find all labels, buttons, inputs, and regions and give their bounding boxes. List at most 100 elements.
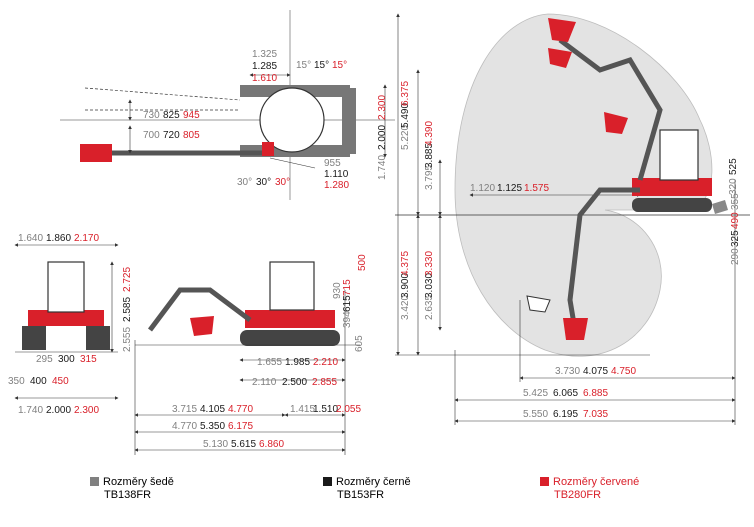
dim-value-top-view-dim-upper-1: 825	[163, 110, 180, 121]
turntable	[259, 87, 325, 153]
dim-value-front-view-track-a-1: 300	[58, 354, 75, 365]
dim-value-reach-view-v-a-0: 5.220	[400, 125, 411, 150]
dim-value-reach-view-v-b-2: 4.390	[424, 121, 435, 146]
side-boom	[148, 287, 252, 332]
dim-value-side-view-len-e-0: 4.770	[172, 421, 197, 432]
excavator-tracks	[632, 198, 712, 212]
bucket-topview	[80, 144, 112, 162]
dim-value-top-view-dim-lower-0: 700	[143, 130, 160, 141]
dim-value-reach-view-v-a-2: 6.375	[400, 81, 411, 106]
legend-label: Rozměry červené	[553, 476, 640, 488]
dim-value-front-view-height-2: 2.725	[122, 267, 133, 292]
dim-value-reach-view-v-b-1: 3.885	[424, 143, 435, 168]
dim-value-top-view-dim-upper-0: 730	[143, 110, 160, 121]
dim-value-reach-view-v-c-1: 3.900	[400, 273, 411, 298]
dim-value-front-view-width-bottom-1: 2.000	[46, 405, 71, 416]
dim-value-reach-view-h-c-0: 5.425	[523, 388, 548, 399]
dim-value-front-view-height-0: 2.555	[122, 327, 133, 352]
dim-value-reach-view-r-c-0: 290	[730, 248, 741, 265]
dim-value-front-view-track-b-1: 400	[30, 376, 47, 387]
dim-value-side-view-len-f-1: 5.615	[231, 439, 256, 450]
dim-value-reach-view-h-b-0: 3.730	[555, 366, 580, 377]
dim-value-reach-view-h-b-1: 4.075	[583, 366, 608, 377]
front-view	[14, 243, 119, 400]
dim-value-reach-view-h-a-1: 1.125	[497, 183, 522, 194]
dim-value-side-view-len-a-0: 1.655	[257, 357, 282, 368]
dim-value-front-view-width-bottom-2: 2.300	[74, 405, 99, 416]
dim-value-reach-view-r-c-1: 325	[730, 230, 741, 247]
dim-value-side-view-h-rear-1: 615	[342, 295, 353, 312]
legend-black: Rozměry černě TB153FR	[323, 476, 411, 502]
legend-model: TB153FR	[337, 489, 385, 501]
dim-value-reach-view-h-d-2: 7.035	[583, 409, 608, 420]
dim-value-side-view-len-a-1: 1.985	[285, 357, 310, 368]
dim-value-reach-view-h-c-2: 6.885	[583, 388, 608, 399]
reach-view	[395, 13, 750, 425]
dim-value-reach-view-r-b-0: 355	[730, 193, 741, 210]
legend-model: TB280FR	[554, 489, 602, 501]
dim-value-side-view-h-500-2: 500	[357, 254, 368, 271]
dim-value-top-view-dim-upper-2: 945	[183, 110, 200, 121]
dim-value-side-view-len-f-2: 6.860	[259, 439, 284, 450]
legend-gray: Rozměry šedě TB138FR	[90, 476, 174, 502]
dim-value-reach-view-v-a-1: 5.490	[400, 103, 411, 128]
dim-value-top-view-right-dims-2: 1.280	[324, 180, 349, 191]
bucket-top	[548, 18, 576, 42]
legend-swatch-gray	[90, 477, 99, 486]
excavator-cab	[659, 129, 699, 181]
dim-value-side-view-h-gap-0: 605	[354, 335, 365, 352]
dim-value-side-view-len-b-1: 2.500	[282, 377, 307, 388]
dim-value-top-view-angle-right-1: 15°	[314, 60, 329, 71]
dim-value-reach-view-v-b-0: 3.795	[424, 165, 435, 190]
dim-value-side-view-len-e-2: 6.175	[228, 421, 253, 432]
dim-value-side-view-len-f-0: 5.130	[203, 439, 228, 450]
bucket-bottom	[563, 318, 588, 340]
dim-value-side-view-tail-0: 930	[332, 282, 343, 299]
dim-value-top-view-dim-lower-2: 805	[183, 130, 200, 141]
dim-value-top-view-angle-right-2: 15°	[332, 60, 347, 71]
dim-value-reach-view-h-b-2: 4.750	[611, 366, 636, 377]
top-view	[60, 10, 395, 200]
dim-value-top-view-angle-left-1: 30°	[256, 177, 271, 188]
front-body	[28, 310, 104, 326]
dim-value-side-view-len-d-2: 2.055	[336, 404, 361, 415]
dim-value-reach-view-h-a-2: 1.575	[524, 183, 549, 194]
legend-red: Rozměry červené TB280FR	[540, 476, 639, 502]
side-body	[245, 310, 335, 328]
blade-top	[342, 88, 356, 154]
legend-label: Rozměry černě	[336, 476, 411, 488]
legend-model: TB138FR	[104, 489, 152, 501]
dim-value-top-view-angle-left-0: 30°	[237, 177, 252, 188]
dim-value-side-view-len-c-2: 4.770	[228, 404, 253, 415]
boom-lowered	[567, 187, 640, 331]
dim-value-reach-view-v-c-0: 3.420	[400, 295, 411, 320]
dim-value-reach-view-r-a-1: 525	[728, 158, 739, 175]
dim-value-reach-view-v-c-2: 4.375	[400, 251, 411, 276]
dim-value-front-view-track-a-2: 315	[80, 354, 97, 365]
dim-value-front-view-width-bottom-0: 1.740	[18, 405, 43, 416]
dim-value-front-view-height-1: 2.585	[122, 297, 133, 322]
dim-value-top-view-dim-lower-1: 720	[163, 130, 180, 141]
working-envelope	[454, 13, 713, 357]
legend-swatch-red	[540, 477, 549, 486]
side-bucket	[190, 316, 214, 336]
dim-value-side-view-len-d-0: 1.415	[290, 404, 315, 415]
boom-raised	[558, 38, 663, 181]
dim-value-reach-view-r-a-0: 320	[728, 178, 739, 195]
side-cab	[269, 261, 315, 311]
dim-value-front-view-width-top-2: 2.170	[74, 233, 99, 244]
dim-value-reach-view-v-d-1: 3.030	[424, 273, 435, 298]
dim-value-reach-view-h-a-0: 1.120	[470, 183, 495, 194]
dim-value-reach-view-v-d-0: 2.635	[424, 295, 435, 320]
front-cab	[47, 261, 85, 313]
dim-value-top-view-right-dims-0: 955	[324, 158, 341, 169]
dim-value-top-view-vert-dims-2: 2.300	[377, 95, 388, 120]
dim-value-reach-view-v-d-2: 3.330	[424, 251, 435, 276]
dozer-blade	[712, 200, 728, 214]
dim-value-reach-view-h-d-1: 6.195	[553, 409, 578, 420]
dim-value-top-view-right-dims-1: 1.110	[324, 169, 349, 180]
dim-value-side-view-len-d-1: 1.510	[313, 404, 338, 415]
dim-value-top-view-vert-dims-0: 1.740	[377, 155, 388, 180]
dim-value-top-view-angle-right-0: 15°	[296, 60, 311, 71]
